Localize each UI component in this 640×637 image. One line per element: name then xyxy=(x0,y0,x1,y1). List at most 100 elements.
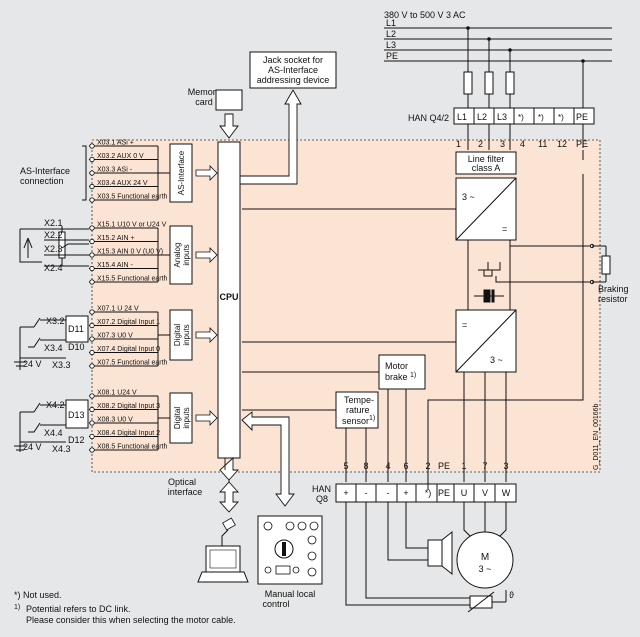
han-q42-num-1: 1 xyxy=(456,139,461,149)
x3-d10: D10 xyxy=(68,342,85,352)
terminal-dot xyxy=(89,225,95,231)
terminal-dot xyxy=(89,336,95,342)
han-q8-label-2: Q8 xyxy=(316,494,328,504)
han-q8-slot: W xyxy=(502,488,511,498)
as-interface-connection-line1: AS-Interface xyxy=(20,166,70,176)
temp-sensor-line1: Tempe- xyxy=(344,395,374,405)
terminal-label: X08.1 U24 V xyxy=(97,390,137,397)
as-interface-module: AS-Interface xyxy=(169,143,218,203)
rectifier-label: 3 ~ xyxy=(462,192,475,202)
han-q8-slot: - xyxy=(387,488,390,498)
x2-external-wiring xyxy=(19,226,89,267)
terminal-label: X15.2 AIN + xyxy=(97,235,135,242)
inverter-label: 3 ~ xyxy=(490,355,503,365)
analog-inputs-label-2: inputs xyxy=(182,244,191,265)
digital-inputs-2-label-2: inputs xyxy=(182,407,191,428)
han-q8-number: 8 xyxy=(363,461,368,471)
x4-d13: D13 xyxy=(68,410,85,420)
han-q42-slot-4: *) xyxy=(518,113,524,122)
footnote-one-line1: Potential refers to DC link. xyxy=(26,604,131,614)
han-q8-slot: *) xyxy=(425,488,432,498)
han-q8-number: 1 xyxy=(461,461,466,471)
x4-external-wiring: D13 D12 xyxy=(14,399,89,452)
terminal-dot xyxy=(89,197,95,203)
x3-labels: X3.2 X3.4 X3.3 24 V xyxy=(23,316,71,370)
han-q42-num-5: 11 xyxy=(538,139,547,149)
jack-socket-line1: Jack socket for xyxy=(263,55,323,65)
terminal-dot xyxy=(89,322,95,329)
supply-line-pe: PE xyxy=(386,51,398,61)
braking-resistor: Braking resistor xyxy=(592,245,629,304)
cpu-label: CPU xyxy=(219,292,238,302)
supply-title: 380 V to 500 V 3 AC xyxy=(384,10,466,20)
terminal-dot xyxy=(89,252,95,258)
terminal-label: X07.4 Digital Input 0 xyxy=(97,346,160,353)
line-filter-box: Line filter class A xyxy=(455,151,517,175)
rectifier-box: 3 ~ = xyxy=(455,177,517,241)
terminal-label: X15.1 U10 V or U24 V xyxy=(97,222,167,229)
terminal-label: X03.5 Functional earth xyxy=(97,194,168,201)
terminal-block-x03: AS-Interface connection xyxy=(20,145,87,201)
x4-d12: D12 xyxy=(68,435,85,445)
footnote-one-marker: 1) xyxy=(14,604,20,611)
x2-labels: X2.1 X2.2 X2.3 X2.4 xyxy=(44,218,63,273)
x4-3-label: X4.3 xyxy=(52,444,71,454)
digital-inputs-module-1: Digital inputs xyxy=(169,309,218,361)
manual-control-line2: control xyxy=(262,599,289,609)
manual-control-line1: Manual local xyxy=(265,589,316,599)
footnote-one-line2: Please consider this when selecting the … xyxy=(26,615,236,625)
han-q8-slot: + xyxy=(403,488,408,498)
han-q8-number: 3 xyxy=(503,461,508,471)
svg-text:ϑ: ϑ xyxy=(509,590,514,600)
inverter-box: = 3 ~ xyxy=(455,309,517,373)
cpu-block xyxy=(217,141,241,459)
terminal-dot xyxy=(89,170,95,176)
x2-4-label: X2.4 xyxy=(44,263,63,273)
han-q42-slot-7: PE xyxy=(576,112,588,122)
manual-control-arrow xyxy=(241,411,295,507)
supply-lines: 380 V to 500 V 3 AC L1 L2 L3 PE xyxy=(384,10,612,108)
han-q8-number: PE xyxy=(438,461,450,471)
jack-socket-arrow xyxy=(239,89,302,185)
terminal-dot xyxy=(89,433,95,440)
as-interface-module-label: AS-Interface xyxy=(177,150,186,195)
terminal-label: X15.3 AIN 0 V (U0 V) xyxy=(97,249,163,256)
footnote-star: *) Not used. xyxy=(14,590,62,600)
dc-link xyxy=(467,240,595,310)
han-q42-num-4: 4 xyxy=(520,139,525,149)
temp-sensor-line2: rature xyxy=(346,405,370,415)
terminal-dot xyxy=(89,143,95,149)
han-q8-number: 4 xyxy=(385,461,390,471)
terminal-dot xyxy=(89,279,95,285)
supply-line-l1: L1 xyxy=(386,18,396,28)
terminal-dot xyxy=(89,447,95,453)
terminal-dot xyxy=(89,349,95,356)
motor-phase: 3 ~ xyxy=(479,564,492,574)
terminal-dot xyxy=(89,363,95,369)
figure-id: G_D011_EN_00166b xyxy=(593,403,600,470)
analog-inputs-module: Analog inputs xyxy=(169,225,218,285)
memory-card-line1: Memory xyxy=(188,87,221,97)
line-filter-line2: class A xyxy=(472,163,501,173)
supply-line-l3: L3 xyxy=(386,40,396,50)
jack-socket-line3: addressing device xyxy=(257,75,330,85)
terminal-label: X15.5 Functional earth xyxy=(97,276,168,283)
x2-1-label: X2.1 xyxy=(44,218,63,228)
terminal-dot xyxy=(89,406,95,413)
digital-inputs-module-2: Digital inputs xyxy=(169,392,218,444)
optical-interface-arrow xyxy=(219,456,240,481)
terminal-label: X03.4 AUX 24 V xyxy=(97,180,148,187)
temp-sensor-line3: sensor xyxy=(342,416,369,426)
terminal-label: X07.1 U 24 V xyxy=(97,306,139,313)
han-q42-num-3: 3 xyxy=(500,139,505,149)
x4-4-label: X4.4 xyxy=(44,428,63,438)
motor-brake-line1: Motor xyxy=(385,361,408,371)
x4-2-label: X4.2 xyxy=(46,400,65,410)
laptop-icon xyxy=(197,517,249,583)
manual-control-panel xyxy=(257,515,323,585)
terminal-label: X15.4 AIN - xyxy=(97,262,133,269)
thermistor-symbol: ϑ xyxy=(467,590,514,613)
terminal-dot xyxy=(89,309,95,315)
terminal-label: X08.2 Digital Input 3 xyxy=(97,403,160,410)
han-q8-slot: U xyxy=(461,488,468,498)
